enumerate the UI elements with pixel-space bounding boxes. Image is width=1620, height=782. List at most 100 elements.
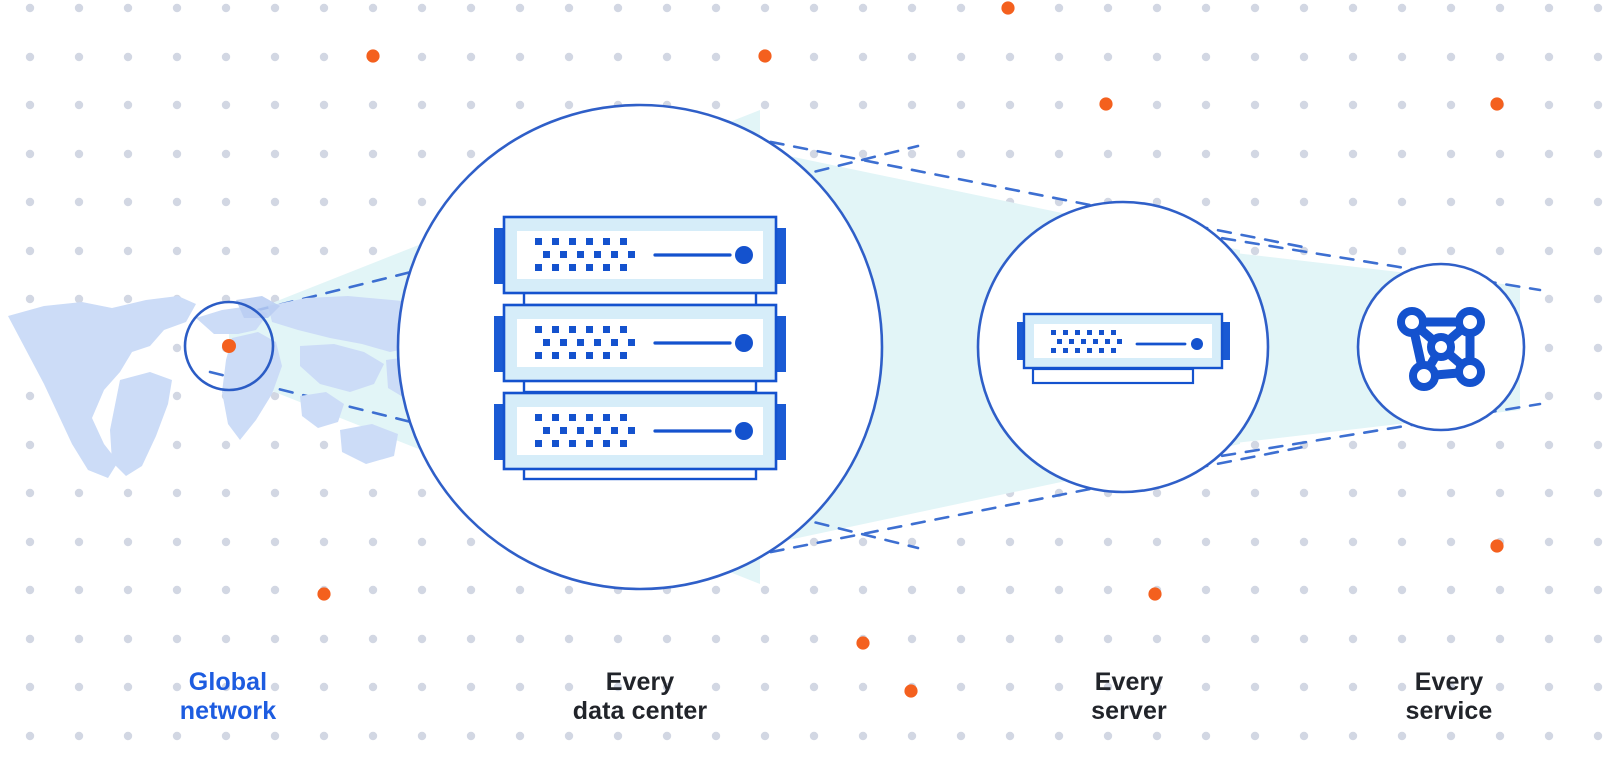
grid-dot [1250, 682, 1260, 692]
grid-dot [1593, 731, 1603, 741]
grid-dot-accent [1099, 97, 1113, 111]
grid-dot [1054, 52, 1064, 62]
grid-dot [1250, 731, 1260, 741]
grid-dot [1250, 3, 1260, 13]
grid-dot [1397, 3, 1407, 13]
grid-dot [1593, 682, 1603, 692]
grid-dot [417, 197, 427, 207]
grid-dot [25, 537, 35, 547]
grid-dot [515, 731, 525, 741]
mesh-node-bottom-right [1455, 357, 1485, 387]
grid-dot [466, 149, 476, 159]
map-location-marker [222, 339, 236, 353]
grid-dot [1005, 537, 1015, 547]
grid-dot [1593, 343, 1603, 353]
grid-dot [711, 100, 721, 110]
grid-dot [760, 682, 770, 692]
grid-dot [1201, 100, 1211, 110]
vent-dots-3 [535, 414, 635, 447]
grid-dot [74, 149, 84, 159]
grid-dot [1348, 246, 1358, 256]
grid-dot-accent [1490, 97, 1504, 111]
grid-dot [270, 537, 280, 547]
grid-dot [25, 246, 35, 256]
grid-dot [172, 391, 182, 401]
grid-dot [858, 100, 868, 110]
grid-dot [221, 197, 231, 207]
grid-dot [123, 246, 133, 256]
grid-dot [1201, 682, 1211, 692]
grid-dot [270, 634, 280, 644]
grid-dot [1103, 682, 1113, 692]
grid-dot [956, 3, 966, 13]
grid-dot [466, 537, 476, 547]
grid-dot [1397, 634, 1407, 644]
grid-dot [1103, 52, 1113, 62]
grid-dot [25, 294, 35, 304]
grid-dot-accent [1490, 539, 1504, 553]
grid-dot [1495, 149, 1505, 159]
grid-dot [1593, 3, 1603, 13]
grid-dot [1005, 52, 1015, 62]
grid-dot [1348, 731, 1358, 741]
grid-dot [417, 52, 427, 62]
grid-dot [613, 52, 623, 62]
vent-dots-1 [535, 238, 635, 271]
grid-dot [858, 537, 868, 547]
grid-dot [466, 682, 476, 692]
grid-dot [368, 682, 378, 692]
grid-dot [1250, 246, 1260, 256]
grid-dot [74, 731, 84, 741]
grid-dot [907, 100, 917, 110]
grid-dot [1250, 52, 1260, 62]
grid-dot [1005, 149, 1015, 159]
grid-dot [1544, 682, 1554, 692]
grid-dot [319, 149, 329, 159]
grid-dot [760, 731, 770, 741]
grid-dot [1005, 585, 1015, 595]
grid-dot [417, 3, 427, 13]
grid-dot [1593, 391, 1603, 401]
grid-dot [417, 537, 427, 547]
grid-dot [1152, 537, 1162, 547]
grid-dot [25, 488, 35, 498]
grid-dot [809, 585, 819, 595]
grid-dot [956, 52, 966, 62]
grid-dot-accent [856, 636, 870, 650]
grid-dot [809, 537, 819, 547]
grid-dot [172, 52, 182, 62]
grid-dot [172, 100, 182, 110]
grid-dot [172, 488, 182, 498]
grid-dot [662, 682, 672, 692]
grid-dot [1397, 488, 1407, 498]
grid-dot [466, 634, 476, 644]
grid-dot [1005, 731, 1015, 741]
grid-dot [760, 585, 770, 595]
grid-dot [1593, 197, 1603, 207]
grid-dot [25, 52, 35, 62]
grid-dot [1103, 537, 1113, 547]
grid-dot [907, 585, 917, 595]
grid-dot [1446, 731, 1456, 741]
grid-dot [270, 149, 280, 159]
grid-dot [1152, 682, 1162, 692]
grid-dot [1397, 731, 1407, 741]
grid-dot [1348, 488, 1358, 498]
grid-dot [613, 731, 623, 741]
grid-dot [1446, 52, 1456, 62]
grid-dot [1348, 197, 1358, 207]
grid-dot [368, 488, 378, 498]
grid-dot [1152, 100, 1162, 110]
grid-dot [417, 100, 427, 110]
grid-dot [172, 3, 182, 13]
grid-dot [221, 634, 231, 644]
grid-dot [368, 197, 378, 207]
grid-dot [1544, 3, 1554, 13]
grid-dot [172, 343, 182, 353]
grid-dot [1005, 100, 1015, 110]
grid-dot [1250, 634, 1260, 644]
grid-dot [1446, 488, 1456, 498]
grid-dot [1446, 682, 1456, 692]
